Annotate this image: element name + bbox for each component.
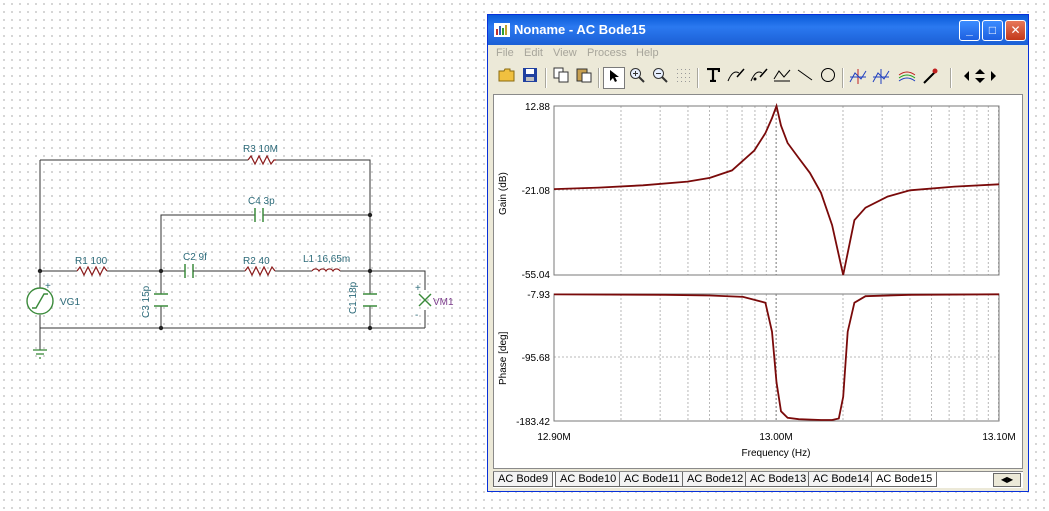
- c4-label: C4 3p: [248, 196, 275, 207]
- grid-icon[interactable]: [672, 67, 694, 89]
- select-arrow-icon[interactable]: [603, 67, 625, 89]
- gain-ytick-mid: -21.08: [522, 186, 551, 197]
- phase-grid: [554, 294, 999, 421]
- gain-grid: [554, 106, 999, 275]
- c1-label: C1 18p: [348, 281, 359, 314]
- tab-ac-bode13[interactable]: AC Bode13: [745, 472, 812, 487]
- gain-trace: [553, 102, 1000, 276]
- vg1-label: VG1: [60, 297, 80, 308]
- x-axis-label: Frequency (Hz): [742, 448, 811, 459]
- color-picker-icon[interactable]: [919, 67, 941, 89]
- tab-ac-bode12[interactable]: AC Bode12: [682, 472, 749, 487]
- tab-ac-bode14[interactable]: AC Bode14: [808, 472, 875, 487]
- zoom-100-icon[interactable]: [649, 67, 671, 89]
- xtick-left: 12.90M: [537, 432, 570, 443]
- xtick-right: 13.10M: [982, 432, 1015, 443]
- circle-icon[interactable]: [817, 67, 839, 89]
- save-icon[interactable]: [519, 67, 541, 89]
- vg1-source-icon[interactable]: [26, 271, 54, 315]
- draw-line-labels-icon[interactable]: [771, 67, 793, 89]
- gain-ytick-top: 12.88: [525, 102, 550, 113]
- junction-dots: [37, 212, 373, 331]
- resistor-symbols: [76, 154, 276, 277]
- vm1-plus-label: +: [415, 283, 421, 294]
- phase-ytick-mid: -95.68: [522, 353, 551, 364]
- tab-ac-bode11[interactable]: AC Bode11: [619, 472, 685, 487]
- menu-file[interactable]: File: [496, 47, 514, 59]
- vm1-label: VM1: [433, 297, 454, 308]
- line-icon[interactable]: [794, 67, 816, 89]
- schematic-canvas[interactable]: R3 10M C4 3p R1 100 C2 9f R2 40 L1 16,65…: [0, 0, 480, 511]
- tab-scroll-arrows-icon[interactable]: ◀▶: [993, 473, 1021, 487]
- r2-label: R2 40: [243, 256, 270, 267]
- pen-curve-icon[interactable]: [725, 67, 747, 89]
- r3-label: R3 10M: [243, 144, 278, 155]
- bode-plots[interactable]: 12.88 -21.08 -55.04 -7.93 -95.68 -183.42…: [494, 95, 1022, 468]
- document-tabs: AC Bode9 AC Bode10 AC Bode11 AC Bode12 A…: [493, 471, 1023, 488]
- minimize-button[interactable]: _: [959, 20, 980, 41]
- cursor-b-icon[interactable]: [870, 67, 892, 89]
- pen-curve-2-icon[interactable]: [748, 67, 770, 89]
- gain-ylabel: Gain (dB): [498, 172, 509, 215]
- r2-resistor: [244, 265, 276, 277]
- menu-help[interactable]: Help: [636, 47, 659, 59]
- schematic-wires: [39, 159, 426, 350]
- c3-label: C3 15p: [141, 285, 152, 318]
- vm1-minus-label: -: [415, 310, 418, 321]
- menu-bar: File Edit View Process Help: [488, 45, 1028, 63]
- tab-ac-bode10[interactable]: AC Bode10: [555, 472, 622, 487]
- cursor-a-icon[interactable]: [847, 67, 869, 89]
- capacitor-symbols: [154, 208, 377, 307]
- phase-trace: [553, 293, 1000, 421]
- ground-icon: [33, 349, 47, 359]
- maximize-button[interactable]: □: [982, 20, 1003, 41]
- text-icon[interactable]: [702, 67, 724, 89]
- l1-label: L1 16,65m: [303, 254, 350, 265]
- phase-ytick-bottom: -183.42: [516, 417, 550, 428]
- bode-plot-area[interactable]: 12.88 -21.08 -55.04 -7.93 -95.68 -183.42…: [493, 94, 1023, 469]
- phase-ylabel: Phase [deg]: [498, 331, 509, 385]
- bode-window[interactable]: Noname - AC Bode15 _ □ ✕ File Edit View …: [487, 14, 1029, 492]
- title-bar[interactable]: Noname - AC Bode15 _ □ ✕: [488, 15, 1028, 45]
- gain-ytick-bottom: -55.04: [522, 270, 551, 281]
- app-icon: [494, 23, 510, 37]
- close-button[interactable]: ✕: [1005, 20, 1026, 41]
- paste-icon[interactable]: [573, 67, 595, 89]
- menu-view[interactable]: View: [553, 47, 577, 59]
- window-title: Noname - AC Bode15: [514, 22, 646, 37]
- c2-label: C2 9f: [183, 252, 207, 263]
- add-trace-icon[interactable]: [896, 67, 918, 89]
- vg1-plus-label: +: [45, 281, 51, 292]
- copy-icon[interactable]: [550, 67, 572, 89]
- r3-resistor: [247, 154, 276, 166]
- menu-process[interactable]: Process: [587, 47, 627, 59]
- vm1-meter-icon[interactable]: [418, 293, 432, 307]
- toolbar: [488, 64, 1028, 92]
- r1-resistor: [76, 265, 108, 277]
- tab-ac-bode15[interactable]: AC Bode15: [871, 472, 938, 487]
- xtick-mid: 13.00M: [759, 432, 792, 443]
- zoom-in-icon[interactable]: [626, 67, 648, 89]
- l1-inductor: [311, 268, 341, 273]
- r1-label: R1 100: [75, 256, 108, 267]
- menu-edit[interactable]: Edit: [524, 47, 543, 59]
- phase-frame: [553, 293, 1000, 422]
- phase-ytick-top: -7.93: [527, 290, 550, 301]
- scroll-arrows-icon[interactable]: [960, 67, 1000, 89]
- open-icon[interactable]: [496, 67, 518, 89]
- tab-ac-bode9[interactable]: AC Bode9: [493, 472, 554, 487]
